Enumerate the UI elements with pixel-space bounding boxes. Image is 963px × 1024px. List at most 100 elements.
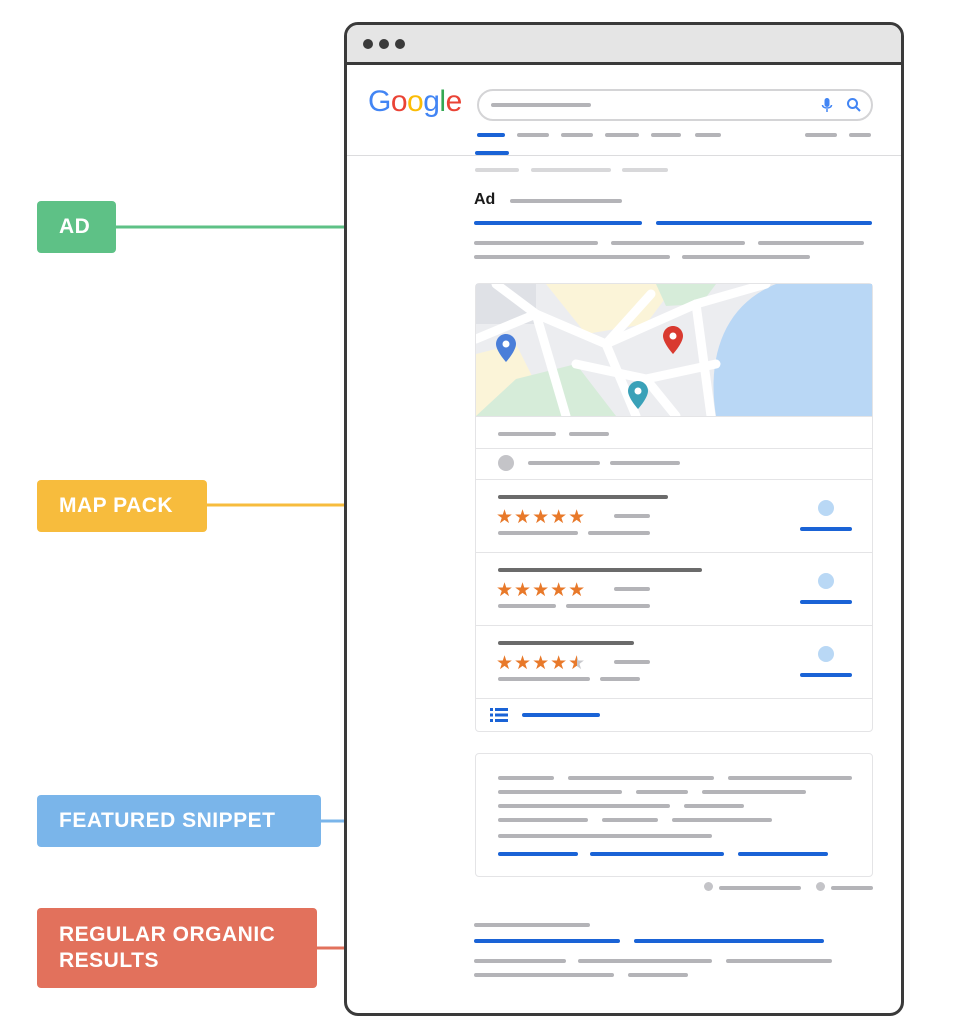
listing-meta-line	[498, 604, 556, 608]
map-pack-label: MAP PACK	[37, 480, 207, 532]
logo-letter: o	[390, 85, 408, 118]
listing-title[interactable]	[498, 641, 634, 645]
logo-letter: o	[407, 85, 424, 118]
snippet-text-line	[684, 804, 744, 808]
map-image[interactable]	[476, 284, 872, 416]
organic-description-line	[474, 959, 566, 963]
star-rating: ★★★★★	[496, 579, 587, 601]
organic-title-link[interactable]	[474, 939, 620, 943]
organic-description-line	[628, 973, 688, 977]
filter-circle-icon[interactable]	[498, 455, 514, 471]
map-pin-icon	[628, 381, 648, 409]
google-logo: Google	[368, 85, 462, 119]
ad-title-link[interactable]	[656, 221, 872, 225]
divider	[476, 479, 872, 480]
map-filter-line	[569, 432, 609, 436]
divider	[476, 416, 872, 417]
listing-title[interactable]	[498, 568, 702, 572]
snippet-text-line	[672, 818, 772, 822]
result-stats-line	[622, 168, 668, 172]
organic-description-line	[578, 959, 712, 963]
divider	[476, 448, 872, 449]
snippet-link[interactable]	[498, 852, 578, 856]
logo-letter: l	[439, 85, 446, 118]
tools-tab[interactable]	[805, 133, 837, 137]
map-filter-line	[610, 461, 680, 465]
tab-all[interactable]	[477, 133, 505, 137]
listing-action-link[interactable]	[800, 600, 852, 604]
about-snippet-line[interactable]	[719, 886, 801, 890]
tab-item[interactable]	[605, 133, 639, 137]
snippet-text-line	[702, 790, 806, 794]
settings-tab[interactable]	[849, 133, 871, 137]
listing-title[interactable]	[498, 495, 668, 499]
listing-meta-line	[498, 677, 590, 681]
listing-meta-line	[614, 587, 650, 591]
query-placeholder-line	[491, 103, 591, 107]
feedback-dot-icon	[704, 882, 713, 891]
map-pin-icon	[496, 334, 516, 362]
listing-meta-line	[498, 531, 578, 535]
listing-meta-line	[614, 660, 650, 664]
feedback-line[interactable]	[831, 886, 873, 890]
organic-description-line	[726, 959, 832, 963]
listing-action-link[interactable]	[800, 527, 852, 531]
listing-meta-line	[588, 531, 650, 535]
snippet-text-line	[498, 776, 554, 780]
ad-description-line	[474, 255, 670, 259]
logo-letter: e	[445, 85, 463, 118]
listing-website-icon[interactable]	[818, 573, 834, 589]
snippet-text-line	[602, 818, 658, 822]
organic-url-line	[474, 923, 590, 927]
featured-snippet-label: FEATURED SNIPPET	[37, 795, 321, 847]
browser-window: Google Ad	[344, 22, 904, 1016]
browser-titlebar	[347, 25, 901, 65]
tab-item[interactable]	[651, 133, 681, 137]
organic-description-line	[474, 973, 614, 977]
tab-item[interactable]	[517, 133, 549, 137]
result-stats-line	[475, 168, 519, 172]
star-rating: ★★★★★	[496, 652, 587, 674]
more-places-link[interactable]	[522, 713, 600, 717]
divider	[476, 625, 872, 626]
listing-action-link[interactable]	[800, 673, 852, 677]
organic-title-link[interactable]	[634, 939, 824, 943]
microphone-icon[interactable]	[821, 97, 833, 115]
snippet-link[interactable]	[738, 852, 828, 856]
listing-meta-line	[600, 677, 640, 681]
window-dot-icon	[363, 39, 373, 49]
divider	[476, 698, 872, 699]
window-dot-icon	[395, 39, 405, 49]
ad-description-line	[758, 241, 864, 245]
tab-item[interactable]	[695, 133, 721, 137]
ad-label: AD	[37, 201, 116, 253]
search-icon[interactable]	[846, 97, 862, 113]
ad-title-link[interactable]	[474, 221, 642, 225]
ad-description-line	[682, 255, 810, 259]
ad-tag: Ad	[474, 191, 496, 208]
listing-meta-line	[614, 514, 650, 518]
map-filter-line	[528, 461, 600, 465]
snippet-text-line	[636, 790, 688, 794]
feedback-dot-icon	[816, 882, 825, 891]
ad-url-line	[510, 199, 622, 203]
result-stats-line	[531, 168, 611, 172]
star-rating: ★★★★★	[496, 506, 587, 528]
snippet-text-line	[728, 776, 852, 780]
snippet-text-line	[498, 818, 588, 822]
listing-website-icon[interactable]	[818, 646, 834, 662]
map-pin-icon	[663, 326, 683, 354]
list-icon[interactable]	[490, 708, 508, 722]
ad-description-line	[611, 241, 745, 245]
search-input[interactable]	[477, 89, 873, 121]
featured-snippet-card	[475, 753, 873, 877]
tab-item[interactable]	[561, 133, 593, 137]
logo-letter: g	[423, 85, 440, 118]
window-dot-icon	[379, 39, 389, 49]
listing-meta-line	[566, 604, 650, 608]
snippet-text-line	[498, 804, 670, 808]
header-divider	[347, 155, 901, 156]
listing-website-icon[interactable]	[818, 500, 834, 516]
snippet-link[interactable]	[590, 852, 724, 856]
